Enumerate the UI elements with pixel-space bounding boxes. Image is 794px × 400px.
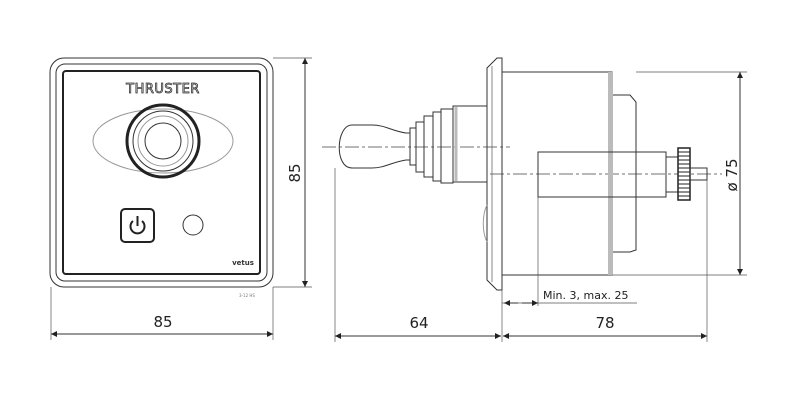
joystick-length-label: 64 <box>409 314 428 332</box>
joystick-recess <box>92 108 234 174</box>
diameter-label: ø 75 <box>723 158 741 191</box>
joystick-ring <box>125 103 201 179</box>
front-view: THRUSTER vetus 3-12 HS <box>49 57 274 298</box>
boot-base <box>452 105 488 183</box>
diameter-dimension: ø 75 <box>612 71 747 276</box>
status-led <box>182 214 204 236</box>
joystick-handle <box>338 124 411 169</box>
part-number: 3-12 HS <box>239 293 255 298</box>
rear-cap <box>613 94 637 253</box>
brand-logo: vetus <box>232 259 254 267</box>
joystick-boot <box>132 110 194 172</box>
panel-bezel <box>55 63 268 282</box>
panel-outer-edge <box>49 57 274 288</box>
housing-body <box>501 71 613 276</box>
body-depth-label: 78 <box>595 314 614 332</box>
panel-face <box>62 70 261 275</box>
joystick-length-dimension: 64 <box>334 168 503 342</box>
boot-ring <box>432 111 442 182</box>
boot-ring <box>423 115 434 178</box>
mounting-stud <box>537 151 667 198</box>
connector-pin <box>689 167 708 181</box>
led-lens <box>482 204 488 243</box>
power-icon <box>129 216 146 235</box>
front-height-dimension: 85 <box>273 57 312 288</box>
stud-collar <box>665 156 679 193</box>
power-button <box>120 208 155 243</box>
housing-rim <box>608 72 613 275</box>
front-width-label: 85 <box>153 313 172 331</box>
joystick-knob <box>144 122 182 160</box>
panel-thickness-dimension: Min. 3, max. 25 <box>502 197 637 306</box>
panel-label: THRUSTER <box>125 82 200 97</box>
panel-thickness-label: Min. 3, max. 25 <box>543 289 628 302</box>
front-width-dimension: 85 <box>50 287 274 340</box>
boot-ring <box>409 127 417 166</box>
joystick-boot-inner <box>137 115 189 167</box>
boot-ring <box>440 108 454 184</box>
body-depth-dimension: 78 <box>503 180 708 342</box>
front-height-label: 85 <box>286 163 304 182</box>
side-view <box>322 57 722 291</box>
